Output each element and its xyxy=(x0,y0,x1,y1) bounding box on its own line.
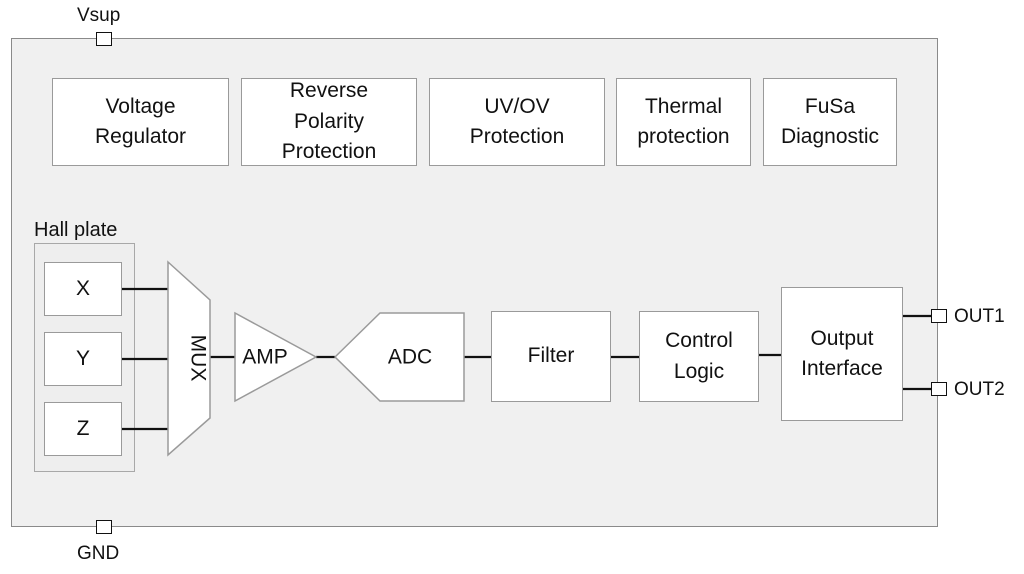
hall-x-sensor: X xyxy=(44,262,122,316)
voltage-regulator-block: Voltage Regulator xyxy=(52,78,229,166)
amp-block xyxy=(234,311,318,403)
vsup-label: Vsup xyxy=(77,5,121,26)
amp-label: AMP xyxy=(242,346,288,369)
fusa-diagnostic-block: FuSa Diagnostic xyxy=(763,78,897,166)
hall-z-sensor: Z xyxy=(44,402,122,456)
adc-label: ADC xyxy=(388,346,432,369)
uv-ov-protection-block: UV/OV Protection xyxy=(429,78,605,166)
adc-block xyxy=(333,312,465,402)
out2-label: OUT2 xyxy=(954,379,1005,400)
vsup-pin xyxy=(96,32,112,46)
out1-label: OUT1 xyxy=(954,306,1005,327)
control-logic-block: Control Logic xyxy=(639,311,759,402)
filter-block: Filter xyxy=(491,311,611,402)
reverse-polarity-protection-block: Reverse Polarity Protection xyxy=(241,78,417,166)
hall-plate-title: Hall plate xyxy=(34,219,118,241)
gnd-pin xyxy=(96,520,112,534)
mux-label: MUX xyxy=(186,335,209,382)
gnd-label: GND xyxy=(77,543,120,564)
mux-block xyxy=(167,260,211,457)
hall-y-sensor: Y xyxy=(44,332,122,386)
thermal-protection-block: Thermal protection xyxy=(616,78,751,166)
output-interface-block: Output Interface xyxy=(781,287,903,421)
